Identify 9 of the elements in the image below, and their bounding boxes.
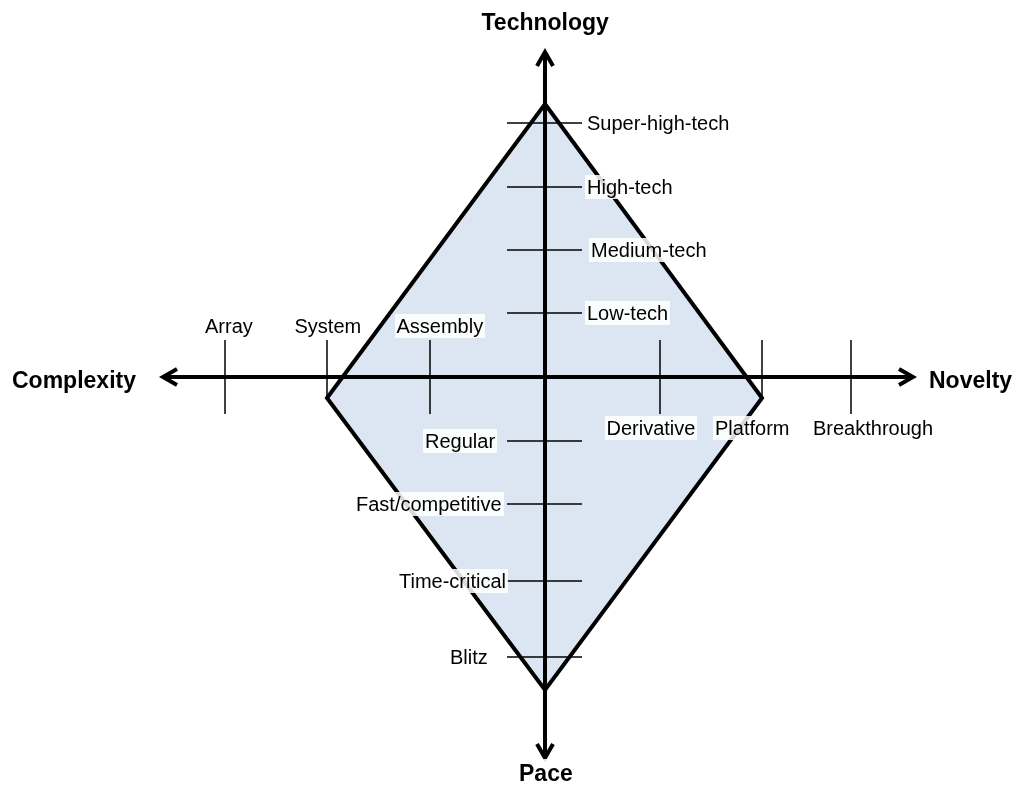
tick-label: Time-critical (397, 569, 509, 593)
tick-label: Fast/competitive (354, 492, 504, 516)
tick-label: Regular (423, 429, 498, 453)
tick-label: Assembly (394, 314, 486, 338)
tick-label: Low-tech (585, 301, 671, 325)
tick-label: Derivative (604, 416, 698, 440)
tick-label: Platform (713, 416, 792, 440)
tick-label: High-tech (585, 175, 675, 199)
tick-label: Medium-tech (589, 238, 709, 262)
